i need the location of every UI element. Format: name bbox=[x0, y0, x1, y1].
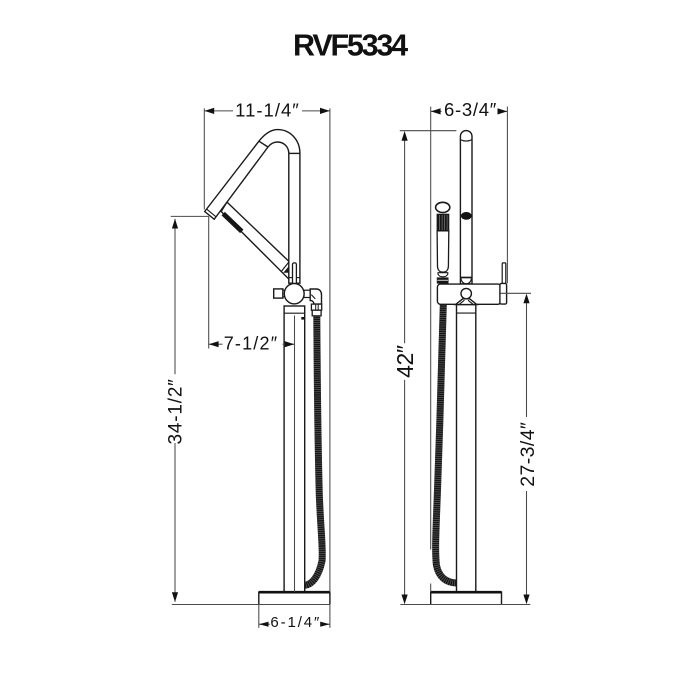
svg-text:27-3/4″: 27-3/4″ bbox=[517, 422, 539, 487]
svg-text:11-1/4″: 11-1/4″ bbox=[235, 99, 300, 120]
svg-text:7-1/2″: 7-1/2″ bbox=[224, 334, 279, 354]
svg-text:42″: 42″ bbox=[392, 345, 418, 378]
svg-text:RVF5334: RVF5334 bbox=[293, 29, 408, 63]
svg-text:6-1/4″: 6-1/4″ bbox=[270, 614, 321, 631]
svg-text:34-1/2″: 34-1/2″ bbox=[165, 378, 186, 444]
svg-text:6-3/4″: 6-3/4″ bbox=[444, 99, 497, 120]
